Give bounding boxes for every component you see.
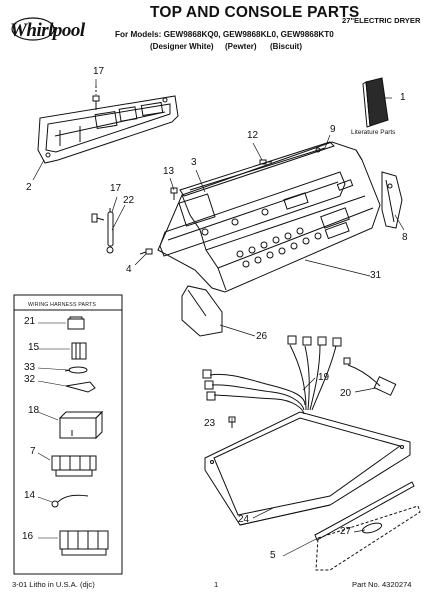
screw-17-left [91,213,105,223]
end-cap-26 [181,285,223,337]
variant-label: (Pewter) [225,42,257,51]
callout-2: 2 [26,182,32,193]
screw-17-top [92,86,100,110]
literature-parts-label: Literature Parts [351,129,396,136]
callout-1: 1 [400,92,406,103]
front-rail-5 [314,481,415,541]
end-cap-8 [381,171,403,229]
callout-8: 8 [402,232,408,243]
callout-17: 17 [93,66,105,77]
console-cover-9 [179,141,335,197]
rear-panel-2 [37,95,179,164]
callout-27: 27 [340,526,352,537]
callout-18: 18 [28,405,40,416]
callout-17-left: 17 [110,183,122,194]
document-type: 27"ELECTRIC DRYER [342,16,421,25]
screw-4 [139,248,153,255]
lint-screen-cover-27 [315,505,421,571]
wiring-harness-19 [202,335,342,415]
brand-logo-text: Whirlpool [10,20,85,41]
callout-7: 7 [30,446,36,457]
dryer-top-24 [204,411,411,526]
callout-12: 12 [247,130,259,141]
footer-page-number: 1 [214,580,219,589]
variant-label: (Designer White) [150,42,214,51]
console-housing-31 [157,141,381,293]
callout-26: 26 [256,331,268,342]
callout-15: 15 [28,342,40,353]
callout-9: 9 [330,124,336,135]
clip-22 [106,208,114,254]
variant-label: (Biscuit) [270,42,302,51]
switch-assembly-20 [343,357,397,396]
page-title: TOP AND CONSOLE PARTS [150,4,360,21]
callout-22: 22 [123,195,135,206]
callout-23: 23 [204,418,216,429]
model-numbers: For Models: GEW9868KQ0, GEW9868KL0, GEW9… [115,30,334,39]
whirlpool-logo-swirl [11,17,55,41]
literature-parts-booklet [362,77,389,128]
footer-print-info: 3-01 Litho in U.S.A. (djc) [12,580,95,589]
callout-33: 33 [24,362,36,373]
callout-19: 19 [318,372,330,383]
screw-13 [170,187,178,200]
callout-31: 31 [370,270,382,281]
callout-3: 3 [191,157,197,168]
callout-leaders [32,79,405,557]
callout-32: 32 [24,374,36,385]
color-variants: (Designer White) (Pewter) (Biscuit) [0,42,435,54]
callout-20: 20 [340,388,352,399]
callout-21: 21 [24,316,36,327]
control-board-3 [159,171,346,257]
callout-16: 16 [22,531,34,542]
callout-5: 5 [270,550,276,561]
callout-14: 14 [24,490,36,501]
callout-13: 13 [163,166,175,177]
callout-4: 4 [126,264,132,275]
wiring-harness-inset [13,294,123,575]
wiring-harness-title: WIRING HARNESS PARTS [28,302,97,308]
footer-part-number: Part No. 4320274 [352,580,412,589]
callout-24: 24 [238,514,250,525]
